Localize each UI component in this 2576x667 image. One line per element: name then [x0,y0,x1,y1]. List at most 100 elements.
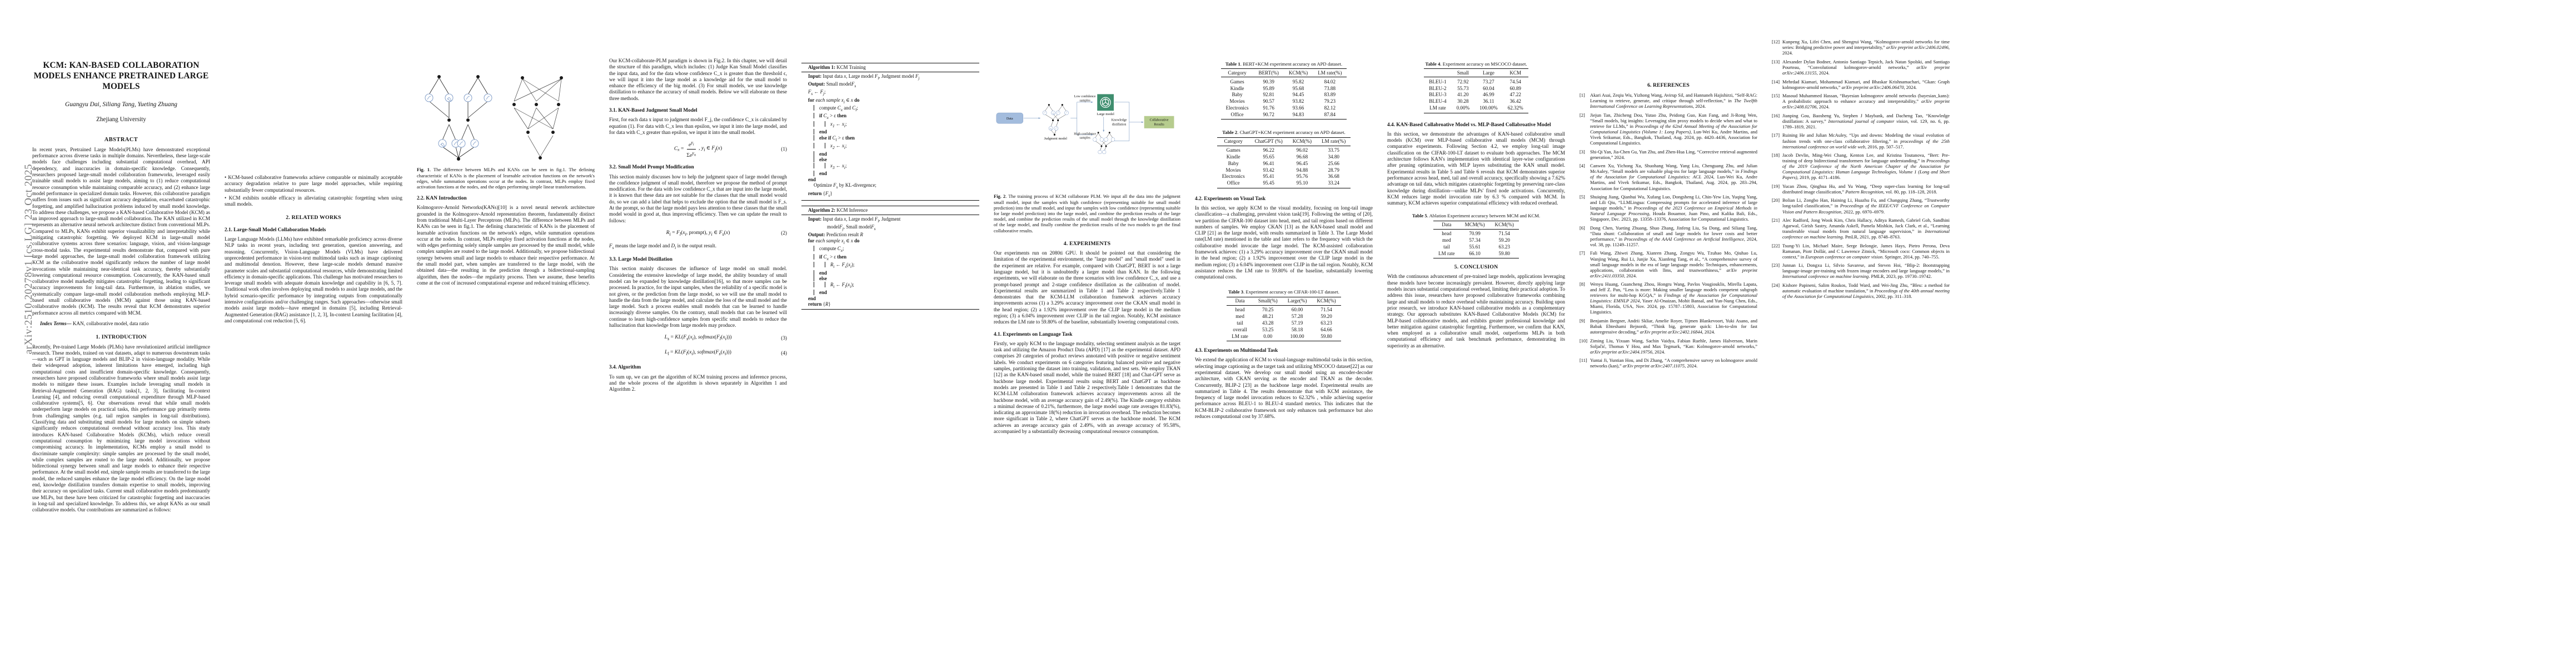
knowledge-distillation-label-1: Knowledge [1112,118,1127,122]
cell: tail [1237,320,1243,326]
table-5-label: Table 5 [1412,213,1427,219]
table-5-block: Table 5. Ablation Experiment accuracy be… [1387,213,1565,259]
reference-item: [11]Yuntai Ji, Yuntian Hou, and Di Zhang… [1580,357,1757,369]
kan-vs-mlp-paragraph: In this section, we demonstrate the adva… [1387,131,1565,206]
cell: Electronics [1222,173,1245,180]
prompt-modification-paragraph: This section mainly discusses how to hel… [609,173,787,223]
subsection-heading-judgment-model: 3.1. KAN-Based Judgment Small Model [609,108,697,114]
table-3-caption-text: . Experiment accuracy on CIFAR-100-LT da… [1243,289,1339,295]
reference-number: [18] [1772,152,1780,158]
column-header: Large [1482,69,1494,76]
column-header: KCM(%) [1317,298,1336,304]
index-terms: Index Terms—1. INTRODUCTION KAN, collabo… [32,321,210,327]
reference-item: [18]Jacob Devlin, Ming-Wei Chang, Kenton… [1772,152,1950,180]
cell: LM rate [1232,333,1248,339]
column-header: KCM(%) [1292,138,1312,145]
table-2-block: Table 2. ChatGPT+KCM experiment accuracy… [1195,130,1373,188]
index-terms-label: Index Terms— [40,320,72,326]
cell: 87.84 [1324,111,1336,117]
column-header: Small [1457,69,1469,76]
kcm-pipeline-diagram: Data [996,94,1174,155]
subsection-heading-kan-vs-mlp: 4.4. KAN-Based Collabroative Model vs. M… [1387,122,1551,128]
contribution-list: • KCM-based collaborative frameworks ach… [225,175,402,207]
cell: Kindle [1230,85,1244,91]
cell: Office [1230,111,1244,117]
reference-number: [6] [1580,225,1585,231]
cell: 59.80 [1321,333,1332,339]
column-9: 6. REFERENCES [1]Akari Asai, Zeqiu Wu, Y… [1580,29,1757,659]
reference-text: Kishore Papineni, Salim Roukos, Todd War… [1782,282,1950,300]
cell: 34.80 [1328,154,1339,160]
reference-number: [22] [1772,242,1780,248]
algorithm-2-block: Algorithm 2: KCM Inference Input: Input … [801,206,979,310]
reference-item: [15]Masoud Muhammed Hassan, “Bayesian ko… [1772,93,1950,109]
table-4-caption: Table 4. Experiment accuracy on MSCOCO d… [1387,61,1565,67]
cell: Office [1227,180,1240,186]
column-header: Category [1228,69,1247,76]
reference-list-b: [12]Kunpeng Xu, Lifei Chen, and Shengrui… [1772,39,1950,299]
reference-text: Ruining He and Julian McAuley, “Ups and … [1782,132,1950,150]
cell: 66.10 [1469,250,1481,256]
reference-number: [3] [1580,148,1585,155]
data-box-label: Data [1007,117,1013,121]
column-header: Category [1224,138,1243,145]
cell: 94.45 [1292,92,1304,98]
judgment-model-label: Judgment model [1044,137,1068,141]
table-5-caption: Table 5. Ablation Experiment accuracy be… [1387,213,1565,218]
table-row-header: Category BERT(%) KCM(%) LM rate(%) [1220,68,1347,77]
reference-item: [22]Tsung-Yi Lin, Michael Maire, Serge B… [1772,243,1950,260]
cell: Baby [1232,92,1243,98]
cell: 36.68 [1328,173,1339,180]
reference-number: [13] [1772,58,1780,64]
cell: 36.11 [1483,98,1494,104]
reference-item: [19]Yucan Zhou, Qinghua Hu, and Yu Wang,… [1772,183,1950,195]
cell: 82.12 [1324,105,1336,111]
subsection-heading-algorithm: 3.4. Algorithm [609,365,641,371]
reference-number: [8] [1580,281,1585,287]
table-1-block: Table 1. BERT+KCM experiment accuracy on… [1195,61,1373,120]
table-4-block: Table 4. Experiment accuracy on MSCOCO d… [1387,61,1565,113]
cell: 43.28 [1262,320,1274,326]
cell: 96.45 [1296,160,1308,166]
table-4-caption-text: . Experiment accuracy on MSCOCO dataset. [1440,61,1527,67]
cell: 90.39 [1263,78,1274,84]
cell: Games [1230,78,1244,84]
cell: 63.23 [1498,243,1510,250]
table-1-caption-text: . BERT+KCM experiment accuracy on APD da… [1240,61,1343,67]
cell: head [1235,307,1245,313]
reference-number: [5] [1580,194,1585,200]
cell: 91.76 [1263,105,1274,111]
cell: Movies [1229,98,1245,104]
column-8: Table 4. Experiment accuracy on MSCOCO d… [1387,29,1565,659]
subsection-heading-visual-task: 4.2. Experiments on Visual Task [1195,196,1266,202]
reference-number: [1] [1580,92,1585,98]
cell: 36.42 [1509,98,1521,104]
cell: 46.99 [1483,92,1494,98]
algorithm-2-name: KCM Inference [835,207,868,213]
cell: 100.00 [1290,333,1304,339]
section-heading-references: 6. REFERENCES [1647,82,1690,88]
figure-1-caption-text: . The difference between MLPs and KANs c… [417,167,595,190]
cell: BLEU-3 [1429,92,1447,98]
reference-item: [1]Akari Asai, Zeqiu Wu, Yizhong Wang, A… [1580,92,1757,109]
cell: 95.41 [1263,173,1274,180]
table-2-caption-text: . ChatGPT+KCM experiment accuracy on APD… [1237,130,1346,136]
table-row-header: Data Small(%) Large(%) KCM(%) [1227,297,1341,305]
cell: 95.76 [1296,173,1308,180]
cell: 94.88 [1296,167,1308,173]
figure-1: Fig. 1. The difference between MLPs and … [417,62,595,190]
cell: 64.66 [1321,326,1332,332]
column-header: Small(%) [1258,298,1278,304]
reference-number: [2] [1580,112,1585,118]
cell: 59.80 [1498,250,1510,256]
large-model-label: Large model [1097,112,1114,116]
